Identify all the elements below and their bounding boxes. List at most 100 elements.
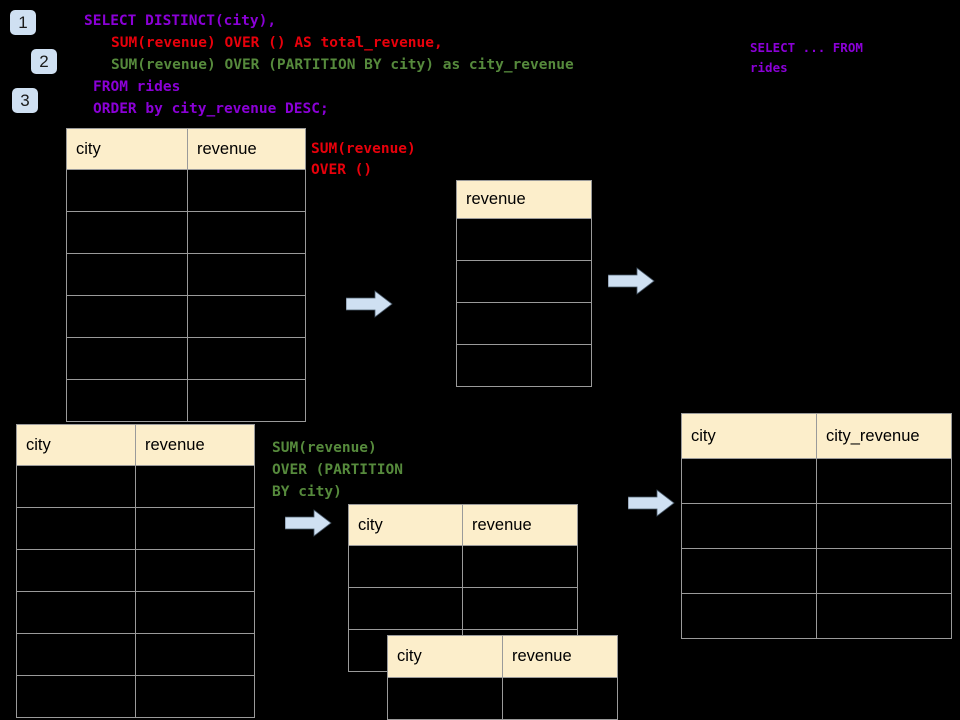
- table-cell-revenue: [135, 507, 255, 550]
- column-header-city: city: [66, 128, 188, 170]
- arrow-partition-to-result: [627, 488, 675, 518]
- table-row: [16, 675, 255, 718]
- annotation-sum-over-partition-window: SUM(revenue) OVER (PARTITION BY city): [272, 440, 403, 500]
- table-row: [681, 458, 952, 504]
- table-cell-revenue: [187, 379, 306, 422]
- table-row: [66, 379, 306, 422]
- table-row: [16, 549, 255, 592]
- arrow-glyph-icon: [345, 290, 393, 318]
- table-row: [16, 633, 255, 676]
- column-header-city: city: [348, 504, 463, 546]
- step-badge-3: 3: [12, 88, 38, 113]
- table-cell-revenue: [456, 260, 592, 303]
- table-row: [66, 295, 306, 338]
- arrow-source-to-partition: [284, 508, 332, 538]
- sql-line-5: ORDER by city_revenue DESC;: [93, 101, 329, 117]
- step-badge-1: 1: [10, 10, 36, 35]
- column-header-revenue: revenue: [462, 504, 578, 546]
- sql-query-code: SELECT DISTINCT(city), SUM(revenue) OVER …: [84, 10, 574, 120]
- table-row: [456, 344, 592, 387]
- arrow-total-to-result: [607, 266, 655, 296]
- table-cell-revenue: [502, 677, 618, 720]
- table-row: [16, 507, 255, 550]
- column-header-city_revenue: city_revenue: [816, 413, 952, 459]
- annotation-select-from-rides: SELECT ... FROM rides: [750, 40, 863, 75]
- table-header-row: revenue: [456, 180, 592, 219]
- table-cell-revenue: [462, 545, 578, 588]
- step-badge-2: 2: [31, 49, 57, 74]
- column-header-revenue: revenue: [456, 180, 592, 219]
- table-cell-revenue: [456, 218, 592, 261]
- sql-line-3: SUM(revenue) OVER (PARTITION BY city) as…: [111, 57, 574, 73]
- column-header-revenue: revenue: [187, 128, 306, 170]
- arrow-glyph-icon: [627, 489, 675, 517]
- table-cell-revenue: [135, 675, 255, 718]
- column-header-revenue: revenue: [502, 635, 618, 678]
- column-header-city: city: [16, 424, 136, 466]
- table-cell-city: [66, 253, 188, 296]
- column-header-revenue: revenue: [135, 424, 255, 466]
- annotation-sum-over-empty-window: SUM(revenue) OVER (): [311, 141, 416, 178]
- table-cell-city: [16, 549, 136, 592]
- table-row: [66, 253, 306, 296]
- table-row: [16, 591, 255, 634]
- table-cell-revenue: [135, 465, 255, 508]
- table-cell-city: [66, 211, 188, 254]
- table-row: [681, 593, 952, 639]
- table-cell-city: [16, 507, 136, 550]
- table-cell-city_revenue: [816, 593, 952, 639]
- arrow-glyph-icon: [284, 509, 332, 537]
- table-cell-revenue: [187, 253, 306, 296]
- table-row: [456, 302, 592, 345]
- table-row: [456, 260, 592, 303]
- table-cell-city: [681, 548, 817, 594]
- column-header-city: city: [681, 413, 817, 459]
- table-cell-city: [16, 465, 136, 508]
- table-cell-city: [66, 295, 188, 338]
- table-cell-revenue: [187, 211, 306, 254]
- table-cell-revenue: [135, 591, 255, 634]
- sql-line-1: SELECT DISTINCT(city),: [84, 13, 277, 29]
- table-cell-city: [681, 503, 817, 549]
- sql-line-4: FROM rides: [93, 79, 181, 95]
- table-cell-city: [66, 379, 188, 422]
- table-cell-city_revenue: [816, 503, 952, 549]
- table-row: [16, 465, 255, 508]
- table-cell-city: [16, 675, 136, 718]
- table-row: [348, 545, 578, 588]
- arrow-glyph-icon: [607, 267, 655, 295]
- table-row: [387, 677, 618, 720]
- table-cell-city: [348, 545, 463, 588]
- table-cell-revenue: [187, 169, 306, 212]
- table-cell-revenue: [462, 587, 578, 630]
- total-revenue-table: revenue: [456, 180, 592, 387]
- table-row: [681, 548, 952, 594]
- table-cell-city: [387, 677, 503, 720]
- column-header-city: city: [387, 635, 503, 678]
- table-row: [66, 169, 306, 212]
- table-cell-revenue: [456, 302, 592, 345]
- sql-line-2: SUM(revenue) OVER () AS total_revenue,: [111, 35, 443, 51]
- table-cell-city: [16, 591, 136, 634]
- table-cell-revenue: [135, 633, 255, 676]
- table-cell-revenue: [456, 344, 592, 387]
- table-cell-city: [681, 593, 817, 639]
- table-cell-revenue: [187, 295, 306, 338]
- table-cell-city_revenue: [816, 548, 952, 594]
- table-row: [66, 337, 306, 380]
- table-cell-city: [681, 458, 817, 504]
- table-cell-city: [66, 337, 188, 380]
- table-row: [348, 587, 578, 630]
- table-cell-city: [348, 587, 463, 630]
- table-cell-city: [16, 633, 136, 676]
- table-cell-city: [66, 169, 188, 212]
- table-row: [681, 503, 952, 549]
